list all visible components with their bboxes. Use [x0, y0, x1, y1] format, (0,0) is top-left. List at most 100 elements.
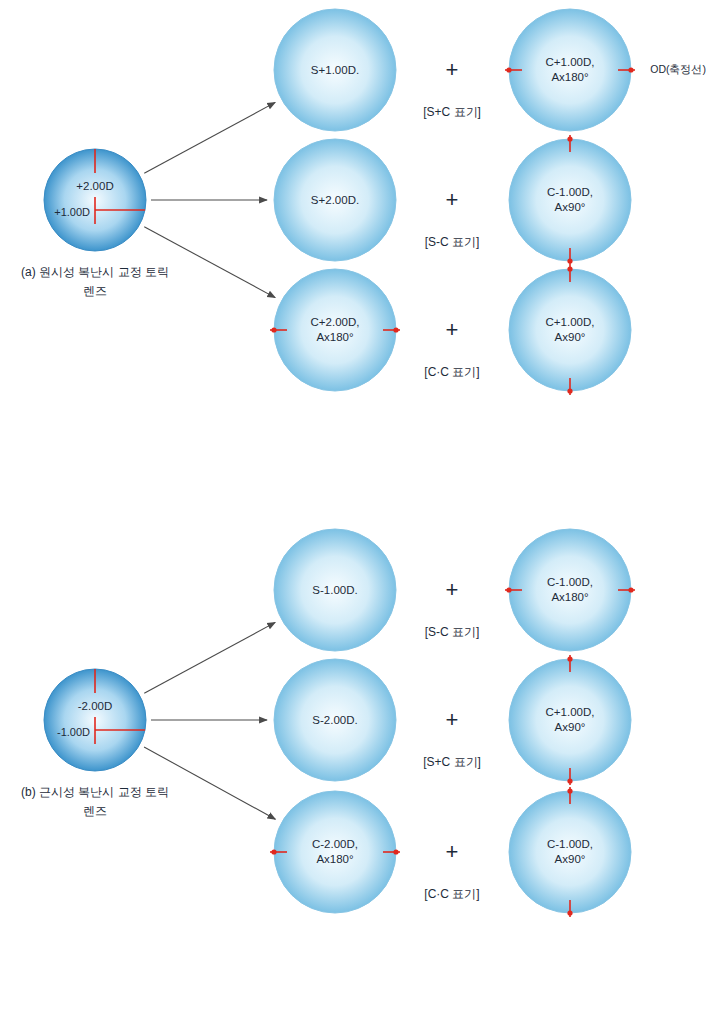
- component-lens-circle: C+1.00D, Ax90°: [508, 268, 632, 392]
- lens-power: S+1.00D.: [311, 63, 359, 78]
- axis-dot: [567, 656, 572, 661]
- axis-dot: [271, 849, 276, 854]
- lens-disc: [509, 139, 631, 261]
- text-holder: (a) 원시성 복난시 교정 토릭렌즈: [19, 262, 171, 301]
- lens-shape: [273, 268, 397, 392]
- axis-dot: [567, 788, 572, 793]
- toric-lens-circle: +2.00D+1.00D(a) 원시성 복난시 교정 토릭렌즈: [43, 148, 147, 252]
- lens-shape: [508, 658, 632, 782]
- lens-power: S-1.00D.: [312, 583, 357, 598]
- lens-disc: [509, 529, 631, 651]
- lens-disc: [274, 529, 396, 651]
- lens-power: C+1.00D, Ax90°: [531, 705, 609, 735]
- lens-disc: [44, 669, 146, 771]
- component-lens-circle: S+1.00D.: [273, 8, 397, 132]
- notation-label: [S-C 표기]: [425, 234, 480, 251]
- axis-dot: [506, 587, 511, 592]
- lens-caption: (b) 근시성 복난시 교정 토릭렌즈: [21, 785, 169, 818]
- lens-power: C+1.00D, Ax180°: [531, 55, 609, 85]
- component-lens-circle: S-2.00D.: [273, 658, 397, 782]
- component-lens-circle: S+2.00D.: [273, 138, 397, 262]
- lens-caption: (a) 원시성 복난시 교정 토릭렌즈: [21, 265, 169, 298]
- lens-power: S-2.00D.: [312, 713, 357, 728]
- component-lens-circle: C+1.00D, Ax90°: [508, 658, 632, 782]
- notation-label: [C·C 표기]: [424, 364, 479, 381]
- branch-arrow: [151, 199, 267, 200]
- lens-disc: [509, 659, 631, 781]
- component-lens-circle: C-2.00D, Ax180°: [273, 790, 397, 914]
- component-lens-circle: C+1.00D, Ax180°: [508, 8, 632, 132]
- lens-disc: [44, 149, 146, 251]
- lens-power: C-2.00D, Ax180°: [296, 837, 374, 867]
- lens-power: C-1.00D, Ax90°: [531, 837, 609, 867]
- toric-lens-circle: -2.00D-1.00D(b) 근시성 복난시 교정 토릭렌즈: [43, 668, 147, 772]
- lens-power: C+2.00D, Ax180°: [296, 315, 374, 345]
- plus-sign: +: [446, 57, 459, 83]
- lens-shape: [508, 528, 632, 652]
- lens-power: S+2.00D.: [311, 193, 359, 208]
- meridian-power: -2.00D: [78, 700, 113, 712]
- plus-sign: +: [446, 577, 459, 603]
- lens-disc: [274, 659, 396, 781]
- axis-note: OD(축정선): [650, 63, 706, 77]
- component-lens-circle: C-1.00D, Ax180°: [508, 528, 632, 652]
- lens-disc: [274, 139, 396, 261]
- branch-arrow: [144, 102, 275, 173]
- lens-disc: [509, 9, 631, 131]
- axis-dot: [393, 849, 398, 854]
- notation-label: [S+C 표기]: [423, 104, 481, 121]
- axis-dot: [393, 327, 398, 332]
- branch-arrow: [144, 747, 275, 819]
- lens-shape: [43, 668, 147, 772]
- lens-shape: [273, 790, 397, 914]
- lens-disc: [509, 791, 631, 913]
- axis-dot: [271, 327, 276, 332]
- meridian-line: [95, 209, 145, 211]
- axis-dot: [567, 136, 572, 141]
- lens-disc: [274, 269, 396, 391]
- text-holder: (b) 근시성 복난시 교정 토릭렌즈: [19, 782, 171, 821]
- notation-label: [C·C 표기]: [424, 886, 479, 903]
- text-holder: -1.00D: [57, 722, 90, 740]
- axis-dot: [567, 388, 572, 393]
- text-holder: +2.00D: [43, 176, 147, 194]
- notation-label: [S-C 표기]: [425, 624, 480, 641]
- notation-label: [S+C 표기]: [423, 754, 481, 771]
- axis-dot: [567, 778, 572, 783]
- meridian-line: [95, 729, 145, 731]
- component-lens-circle: S-1.00D.: [273, 528, 397, 652]
- text-holder: -2.00D: [43, 696, 147, 714]
- branch-arrow: [144, 622, 275, 693]
- meridian-power: +2.00D: [76, 180, 113, 192]
- component-lens-circle: C-1.00D, Ax90°: [508, 790, 632, 914]
- plus-sign: +: [446, 317, 459, 343]
- plus-sign: +: [446, 187, 459, 213]
- lens-disc: [274, 9, 396, 131]
- axis-dot: [567, 258, 572, 263]
- axis-dot: [567, 910, 572, 915]
- lens-shape: [508, 8, 632, 132]
- lens-shape: [508, 138, 632, 262]
- lens-disc: [274, 791, 396, 913]
- axis-dot: [628, 67, 633, 72]
- meridian-power: +1.00D: [54, 206, 90, 218]
- component-lens-circle: C+2.00D, Ax180°: [273, 268, 397, 392]
- branch-arrow: [144, 227, 275, 298]
- axis-dot: [506, 67, 511, 72]
- plus-sign: +: [446, 839, 459, 865]
- lens-shape: [43, 148, 147, 252]
- lens-disc: [509, 269, 631, 391]
- lens-shape: [508, 268, 632, 392]
- meridian-line: [94, 669, 96, 693]
- lens-power: C-1.00D, Ax90°: [531, 185, 609, 215]
- plus-sign: +: [446, 707, 459, 733]
- component-lens-circle: C-1.00D, Ax90°: [508, 138, 632, 262]
- meridian-line: [94, 149, 96, 173]
- lens-power: C-1.00D, Ax180°: [531, 575, 609, 605]
- meridian-power: -1.00D: [57, 726, 90, 738]
- text-holder: +1.00D: [54, 202, 90, 220]
- axis-dot: [567, 266, 572, 271]
